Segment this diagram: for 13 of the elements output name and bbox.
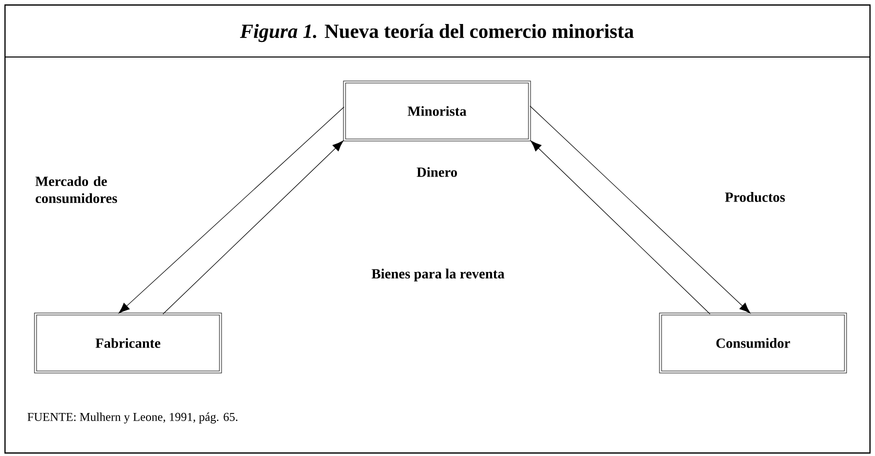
label: Dinero xyxy=(416,167,457,177)
label: Bienes para la reventa xyxy=(372,268,504,282)
label: Productos xyxy=(725,192,785,202)
box: Fabricante xyxy=(34,312,222,374)
arrow xyxy=(118,106,344,314)
arrow xyxy=(530,140,710,314)
box: Minorista xyxy=(343,80,531,142)
box: Consumidor xyxy=(659,312,847,374)
source-note: FUENTE: Mulhern y Leone, 1991, pág. 65. xyxy=(28,412,238,424)
label: Mercado de consumidores xyxy=(35,176,118,204)
arrow xyxy=(162,140,344,314)
title: Figura 1. Nueva teoría del comercio minorista xyxy=(240,24,634,42)
arrow xyxy=(530,106,750,314)
